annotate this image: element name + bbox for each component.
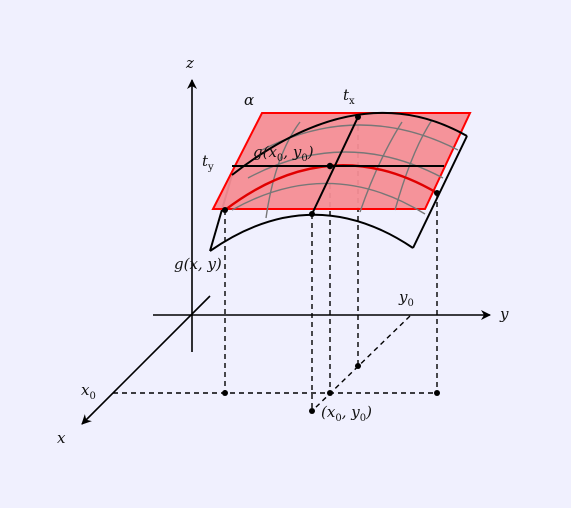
alpha-label: α xyxy=(244,91,254,109)
point-label-g-x0-y0: g(x0, y0) xyxy=(253,143,314,164)
y-axis-label: y xyxy=(499,305,509,323)
surface-label-g-xy: g(x, y) xyxy=(174,255,222,273)
tangent-lines xyxy=(232,116,444,215)
axes xyxy=(81,79,491,425)
y0-label: y0 xyxy=(398,288,414,309)
base-points xyxy=(222,363,440,414)
x0-label: x0 xyxy=(81,381,96,402)
surface-top-edge xyxy=(231,111,468,176)
ty-label: ty xyxy=(202,152,214,173)
surface-points xyxy=(222,114,440,217)
tx-label: tx xyxy=(343,86,355,107)
base-point-label: (x0, y0) xyxy=(321,403,372,424)
x-axis xyxy=(81,295,211,425)
z-axis-label: z xyxy=(185,54,194,72)
x-axis-label: x xyxy=(57,429,66,447)
